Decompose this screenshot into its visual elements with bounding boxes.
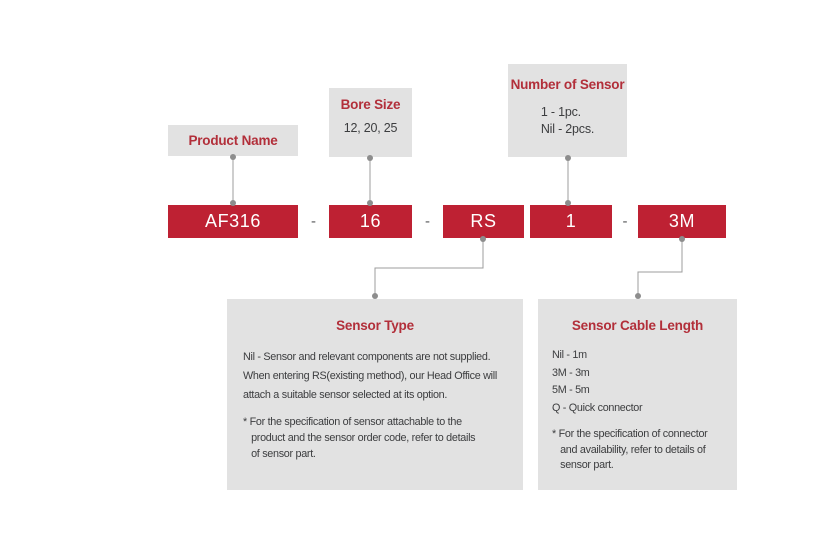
callout-title: Number of Sensor — [510, 77, 625, 92]
callout-title: Product Name — [188, 133, 278, 148]
callout-title: Sensor Type — [336, 318, 414, 333]
code-box-product-name: AF316 — [168, 205, 298, 238]
code-box-bore-size: 16 — [329, 205, 412, 238]
code-box-cable-length: 3M — [638, 205, 726, 238]
callout-sensor-cable-length: Sensor Cable Length Nil - 1m 3M - 3m 5M … — [538, 299, 737, 490]
code-separator: - — [622, 213, 628, 230]
connector-cable-length-line — [637, 238, 683, 297]
callout-title: Bore Size — [340, 97, 401, 112]
code-box-sensor-count: 1 — [530, 205, 612, 238]
callout-sensor-type: Sensor Type Nil - Sensor and relevant co… — [227, 299, 523, 490]
code-separator: - — [425, 213, 430, 230]
callout-note: * For the specification of sensor attach… — [243, 416, 476, 460]
callout-product-name: Product Name — [168, 125, 298, 156]
callout-title: Sensor Cable Length — [571, 318, 704, 333]
callout-body: 12, 20, 25 — [343, 121, 398, 135]
callout-bore-size: Bore Size 12, 20, 25 — [329, 88, 412, 157]
connector-sensor-type-line — [374, 238, 484, 297]
callout-number-of-sensor: Number of Sensor 1 - 1pc. Nil - 2pcs. — [508, 64, 627, 157]
callout-body: 1 - 1pc. Nil - 2pcs. — [540, 105, 595, 136]
callout-body: Nil - 1m 3M - 3m 5M - 5m Q - Quick conne… — [552, 349, 643, 414]
callout-body: Nil - Sensor and relevant components are… — [243, 351, 497, 401]
callout-note: * For the specification of connector and… — [552, 428, 708, 471]
code-box-sensor-type: RS — [443, 205, 524, 238]
code-separator: - — [311, 213, 316, 230]
